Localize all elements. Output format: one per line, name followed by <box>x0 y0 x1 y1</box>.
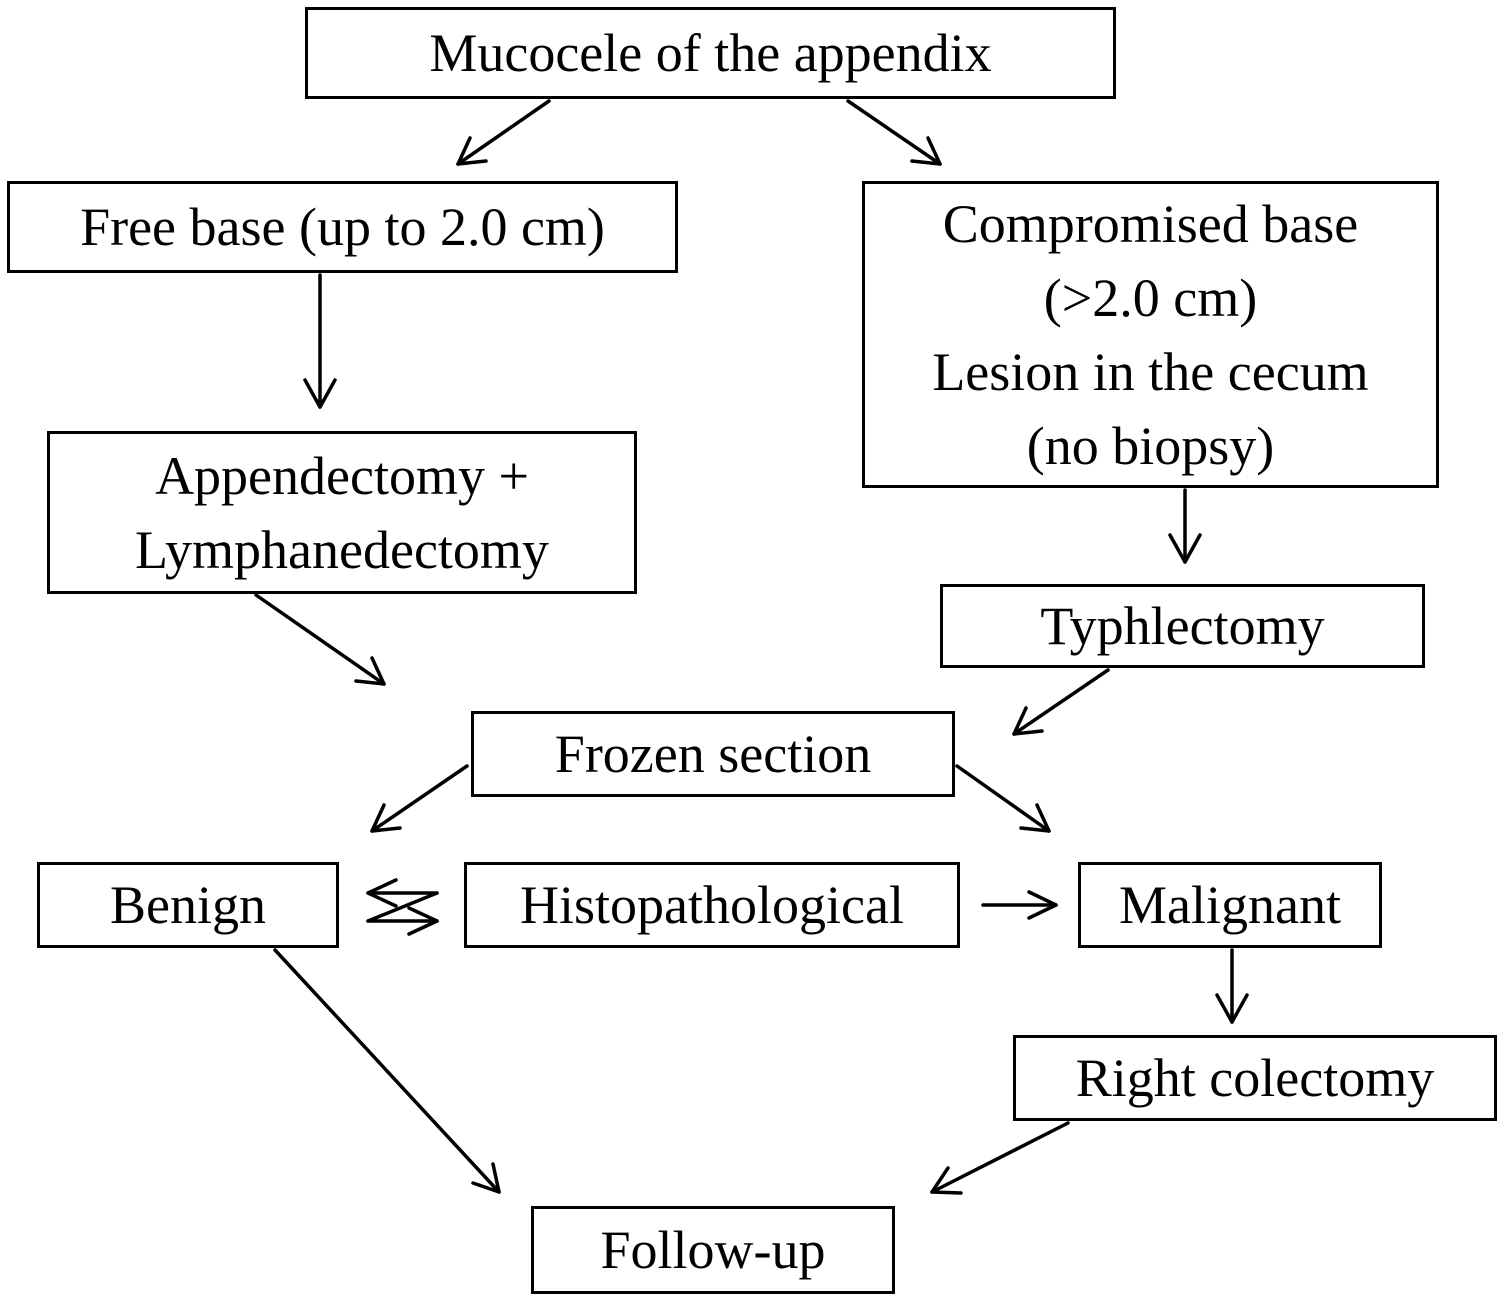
node-free-base: Free base (up to 2.0 cm) <box>7 181 678 273</box>
node-text: Frozen section <box>554 724 872 784</box>
node-malignant: Malignant <box>1078 862 1382 948</box>
node-histopathological: Histopathological <box>464 862 960 948</box>
node-text: Follow-up <box>600 1220 826 1280</box>
node-compromised-base: Compromised base (>2.0 cm) Lesion in the… <box>862 181 1439 488</box>
node-text: Histopathological <box>520 875 904 935</box>
node-text: Benign <box>110 875 266 935</box>
node-frozen-section: Frozen section <box>471 711 955 797</box>
node-text: Lymphanedectomy <box>135 519 549 580</box>
arrow-frozen-section-to-malignant <box>955 764 1051 833</box>
node-text: Mucocele of the appendix <box>429 23 992 83</box>
arrow-histopathological-to-malignant <box>981 890 1058 920</box>
arrow-right-colectomy-to-follow-up <box>930 1121 1070 1195</box>
arrow-benign-to-follow-up <box>273 948 501 1194</box>
arrow-compromised-base-to-typhlectomy <box>1168 488 1202 564</box>
node-benign: Benign <box>37 862 339 948</box>
node-follow-up: Follow-up <box>531 1206 895 1294</box>
arrow-malignant-to-right-colectomy <box>1215 948 1249 1024</box>
node-text: Appendectomy + <box>155 445 529 506</box>
node-appendectomy: Appendectomy + Lymphanedectomy <box>47 431 637 594</box>
arrow-mucocele-to-free-base <box>456 99 551 166</box>
node-text: Typhlectomy <box>1040 596 1325 656</box>
arrow-histopathological-to-benign <box>366 878 439 908</box>
node-right-colectomy: Right colectomy <box>1013 1035 1497 1121</box>
node-text: Right colectomy <box>1075 1048 1435 1108</box>
node-mucocele-of-the-appendix: Mucocele of the appendix <box>305 7 1116 99</box>
node-text: Lesion in the cecum <box>932 341 1369 402</box>
node-text: Free base (up to 2.0 cm) <box>80 197 605 257</box>
node-text: (no biopsy) <box>1026 415 1275 476</box>
node-text: Malignant <box>1119 875 1341 935</box>
node-typhlectomy: Typhlectomy <box>940 584 1425 668</box>
arrow-frozen-section-to-benign <box>370 764 469 833</box>
arrow-appendectomy-to-frozen-section <box>254 593 386 686</box>
arrow-free-base-to-appendectomy <box>303 273 337 409</box>
arrow-benign-to-histopathological <box>366 891 439 936</box>
arrow-typhlectomy-to-frozen-section <box>1012 668 1110 736</box>
node-text: Compromised base <box>942 193 1359 254</box>
node-text: (>2.0 cm) <box>1043 267 1258 328</box>
arrow-mucocele-to-compromised-base <box>846 99 942 166</box>
